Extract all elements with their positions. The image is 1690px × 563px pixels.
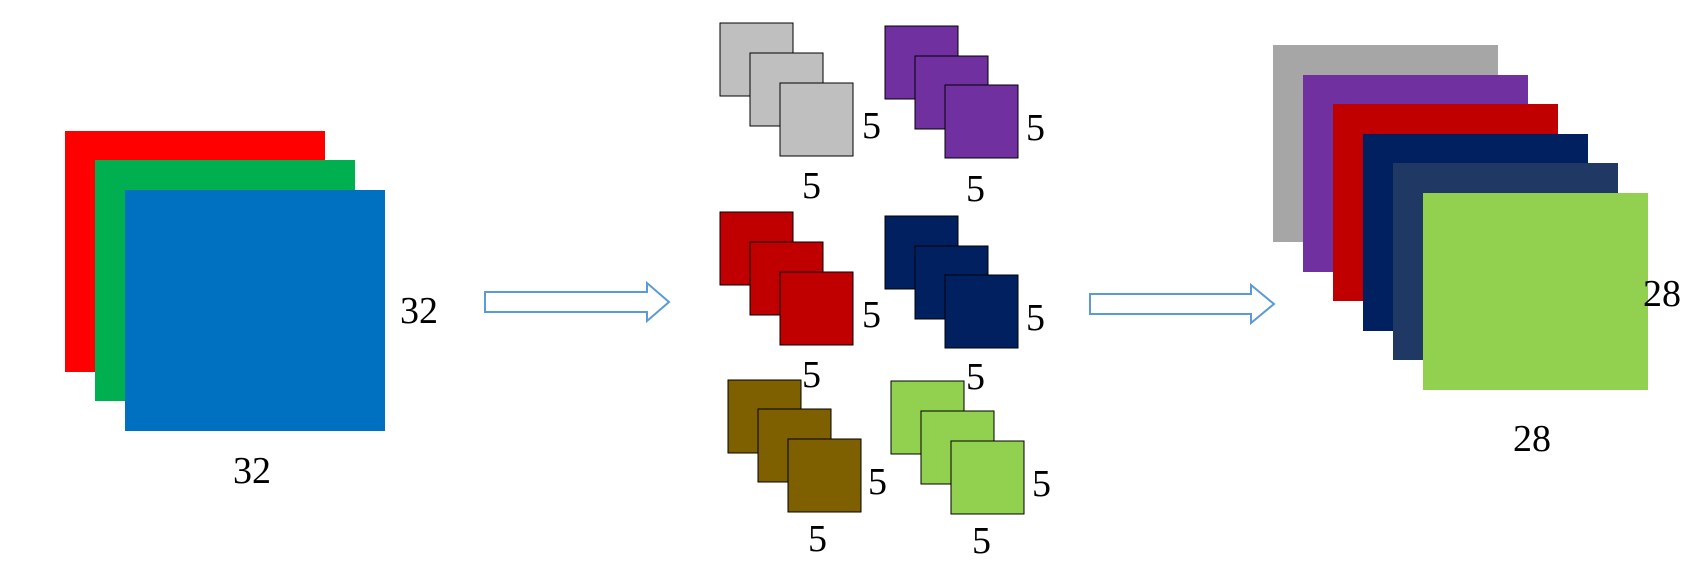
output-volume (1273, 45, 1648, 390)
input-width-label: 32 (233, 450, 271, 492)
output-map-light-green (1423, 193, 1648, 390)
filter-stack-gray (719, 22, 854, 157)
filter-purple-slice-3 (944, 84, 1019, 159)
filter-gray-width-label: 5 (802, 165, 821, 207)
filter-purple-width-label: 5 (966, 168, 985, 210)
filter-purple-height-label: 5 (1026, 107, 1045, 149)
filter-red-slice-3 (779, 271, 854, 346)
filter-olive-height-label: 5 (868, 461, 887, 503)
filter-navy-width-label: 5 (966, 356, 985, 398)
filter-navy-height-label: 5 (1026, 297, 1045, 339)
input-blue-channel (125, 190, 385, 431)
filter-stack-light-green (890, 380, 1025, 515)
filter-stack-olive (727, 379, 862, 513)
filter-red-height-label: 5 (862, 294, 881, 336)
arrow-input-to-filters (484, 280, 671, 324)
filter-bank (719, 22, 1025, 515)
filter-gray-height-label: 5 (862, 105, 881, 147)
filter-stack-purple (884, 25, 1019, 159)
filter-olive-width-label: 5 (808, 518, 827, 560)
filter-light-green-width-label: 5 (972, 520, 991, 562)
filter-navy-slice-3 (944, 274, 1019, 349)
right-arrow-icon (484, 280, 671, 324)
filter-gray-slice-3 (779, 82, 854, 157)
input-height-label: 32 (400, 290, 438, 332)
filter-stack-red (719, 211, 854, 346)
filter-light-green-height-label: 5 (1032, 463, 1051, 505)
filter-stack-navy (884, 215, 1019, 349)
filter-olive-slice-3 (787, 438, 862, 513)
input-volume (65, 131, 385, 431)
filter-red-width-label: 5 (802, 354, 821, 396)
output-height-label: 28 (1643, 273, 1681, 315)
arrow-filters-to-output (1089, 282, 1276, 326)
filter-light-green-slice-3 (950, 440, 1025, 515)
right-arrow-icon (1089, 282, 1276, 326)
output-width-label: 28 (1513, 418, 1551, 460)
